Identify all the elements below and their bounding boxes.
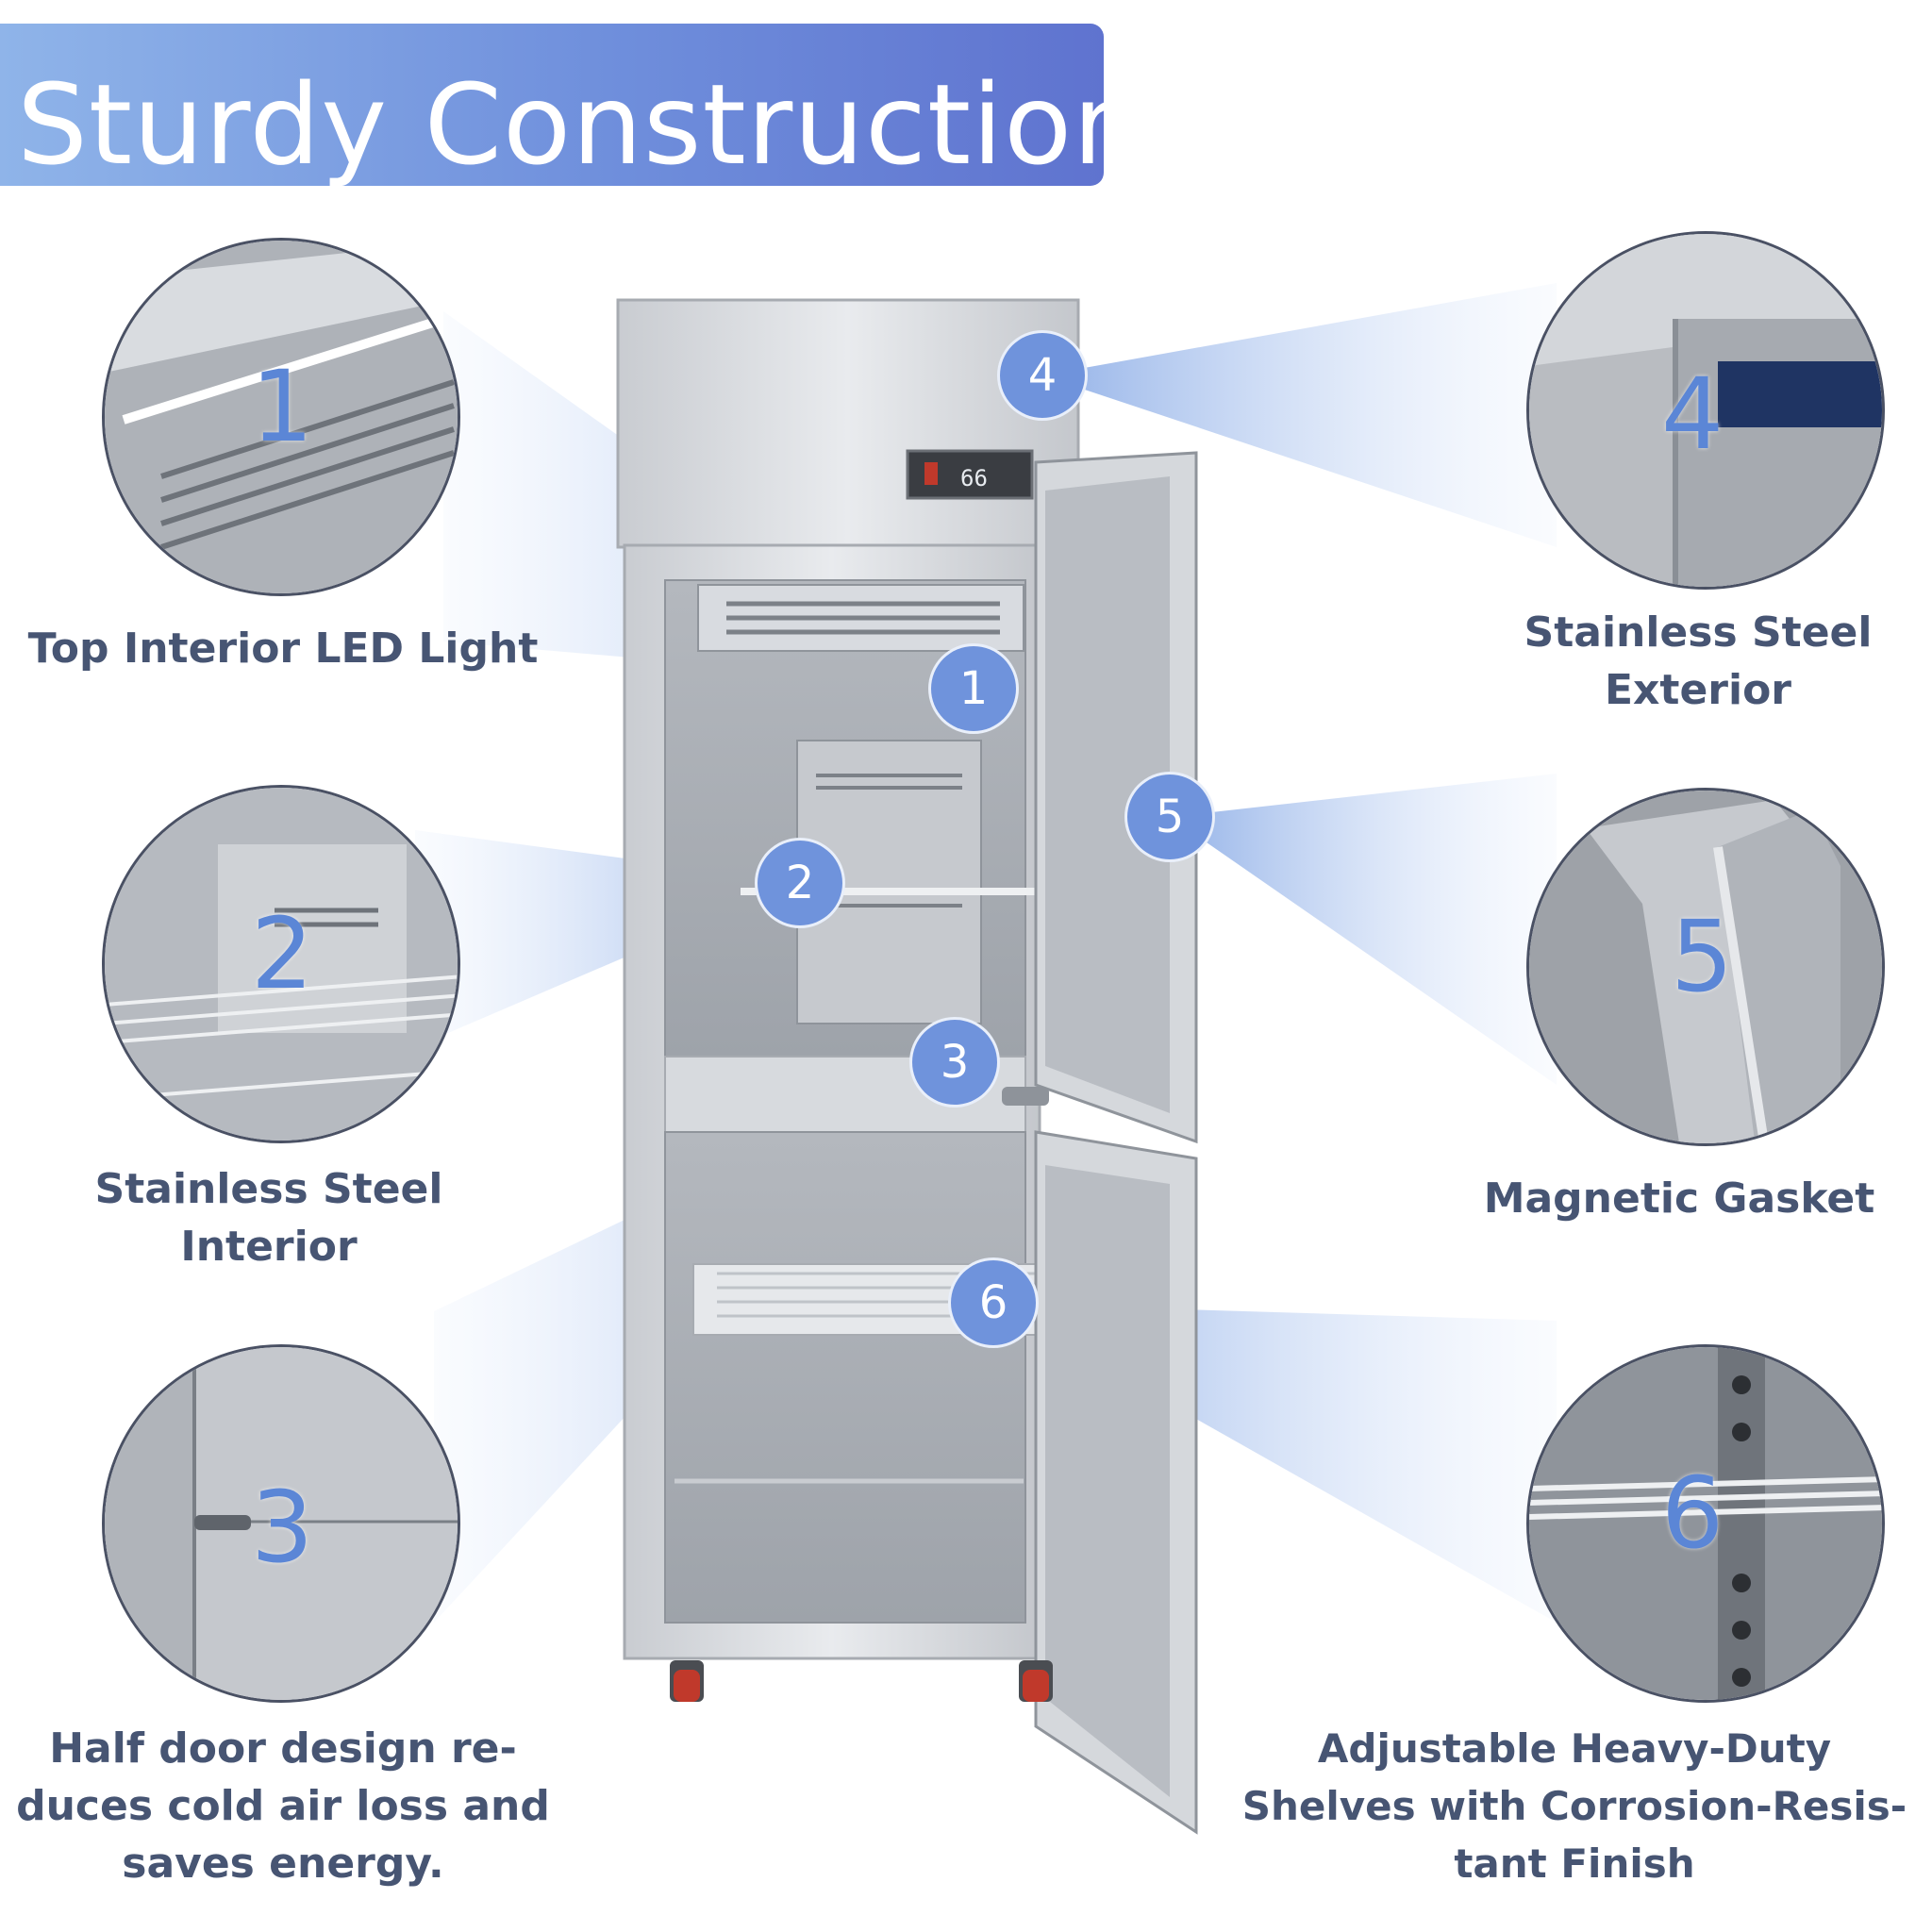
marker-1: 1	[928, 643, 1019, 734]
marker-2: 2	[755, 838, 845, 928]
marker-5: 5	[1124, 772, 1215, 862]
lower-compartment	[664, 1131, 1026, 1624]
page-title: Sturdy Construction	[17, 59, 1144, 190]
detail-number-4: 4	[1661, 357, 1724, 472]
casters	[670, 1660, 1053, 1702]
caption-interior: Stainless Steel Interior	[94, 1165, 443, 1271]
detail-circle-half-door: 3	[102, 1344, 460, 1703]
detail-circle-interior: 2	[102, 785, 460, 1143]
caption-exterior: Stainless Steel Exterior	[1524, 608, 1873, 714]
door-hinge	[1002, 1087, 1049, 1106]
detail-number-6: 6	[1661, 1456, 1724, 1571]
title-banner: Sturdy Construction	[0, 24, 1143, 190]
caption-half-door: Half door design re- duces cold air loss…	[16, 1724, 550, 1888]
display-readout: 66	[960, 465, 988, 491]
detail-number-3: 3	[251, 1470, 314, 1585]
marker-6: 6	[948, 1257, 1039, 1348]
marker-3: 3	[909, 1017, 1000, 1108]
detail-circle-exterior: 4	[1526, 231, 1885, 590]
beam-4	[1042, 283, 1557, 547]
detail-circle-led-light: 1	[102, 238, 460, 596]
beam-5	[1170, 774, 1557, 1085]
detail-number-1: 1	[251, 349, 314, 464]
caption-gasket: Magnetic Gasket	[1483, 1174, 1875, 1223]
caption-led-light: Top Interior LED Light	[27, 625, 539, 673]
caption-shelves: Adjustable Heavy-Duty Shelves with Corro…	[1241, 1725, 1907, 1887]
detail-circle-shelves: 6	[1526, 1344, 1885, 1703]
top-housing	[616, 298, 1080, 549]
detail-number-2: 2	[251, 896, 314, 1011]
detail-circle-gasket: 5	[1526, 788, 1885, 1146]
detail-number-5: 5	[1671, 899, 1734, 1014]
marker-4: 4	[997, 330, 1088, 421]
